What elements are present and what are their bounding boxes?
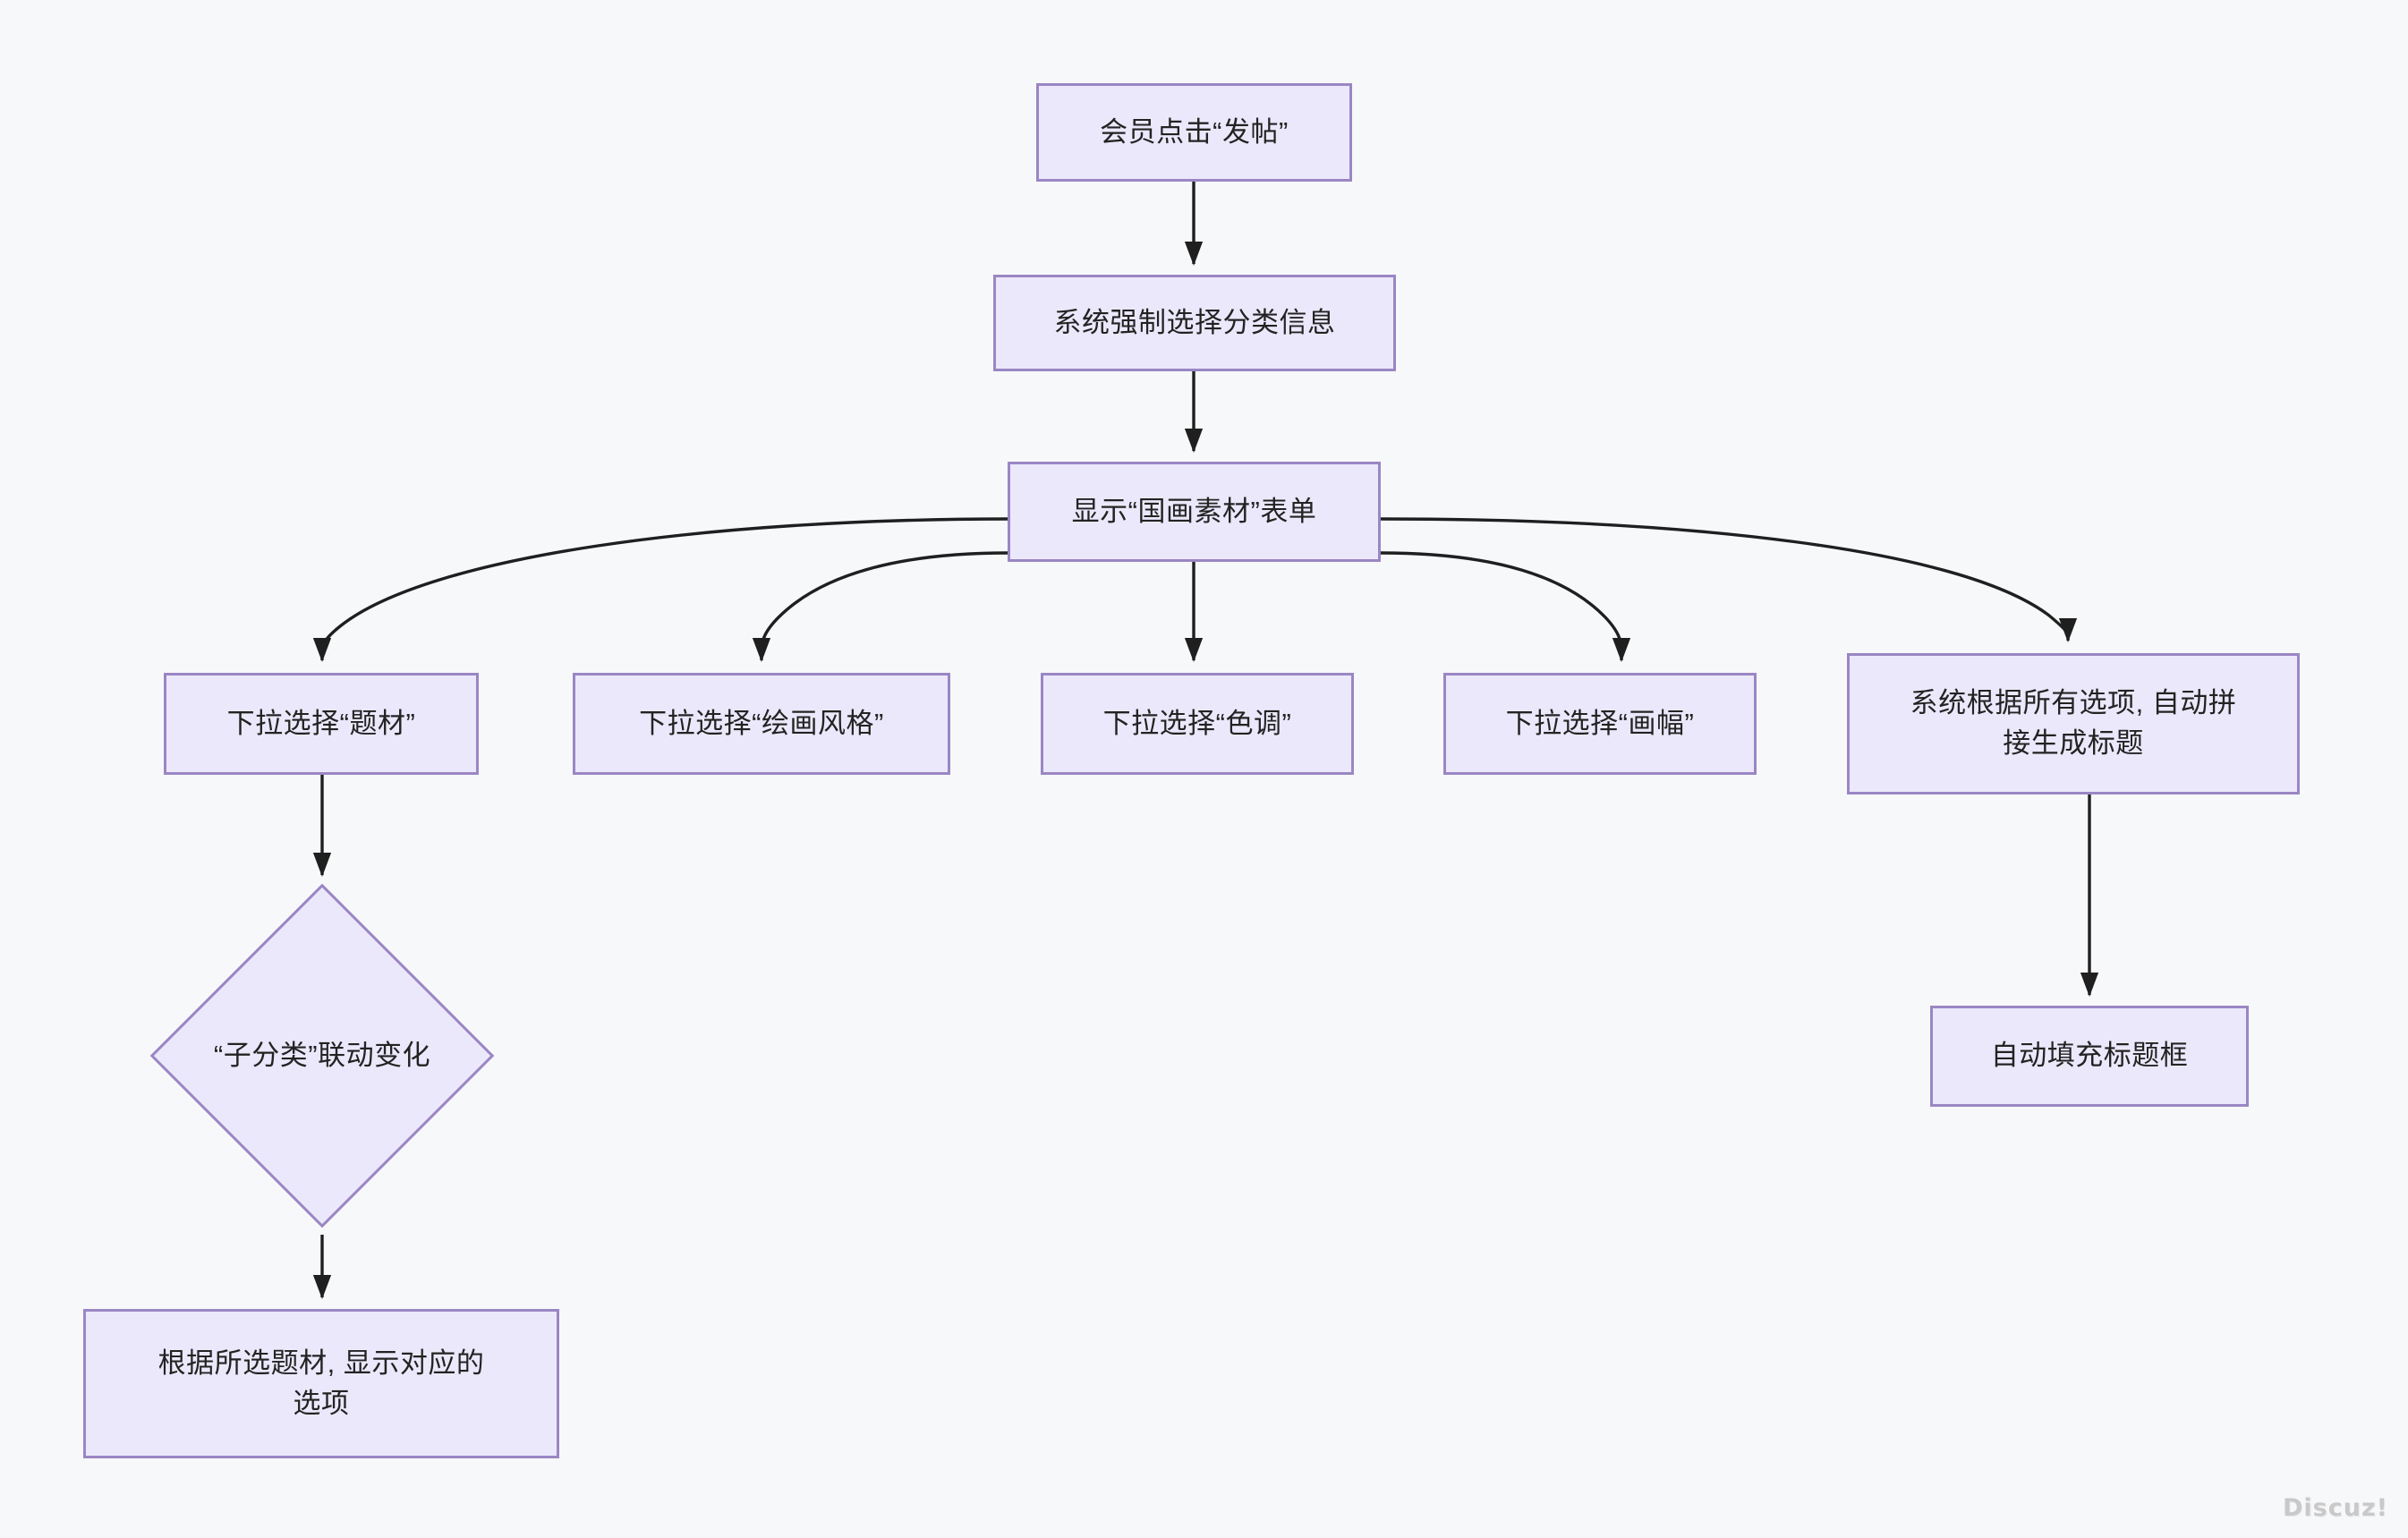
- node-show-guohua-material-form[interactable]: 显示“国画素材”表单: [1008, 462, 1381, 562]
- edge-n3-n4: [312, 517, 1008, 663]
- node-system-force-select-category[interactable]: 系统强制选择分类信息: [993, 275, 1396, 371]
- node-dropdown-subject[interactable]: 下拉选择“题材”: [164, 673, 479, 775]
- node-dropdown-canvas-size[interactable]: 下拉选择“画幅”: [1443, 673, 1757, 775]
- node-dropdown-painting-style[interactable]: 下拉选择“绘画风格”: [573, 673, 950, 775]
- node-show-options-by-subject[interactable]: 根据所选题材, 显示对应的 选项: [83, 1309, 559, 1458]
- edge-n3-n8: [1380, 517, 2078, 643]
- edge-n3-n7: [1380, 551, 1631, 663]
- node-member-click-post[interactable]: 会员点击“发帖”: [1036, 83, 1352, 182]
- node-auto-fill-title-field[interactable]: 自动填充标题框: [1930, 1006, 2249, 1107]
- node-subcategory-linkage-decision[interactable]: “子分类”联动变化: [149, 883, 495, 1228]
- node-dropdown-color-tone[interactable]: 下拉选择“色调”: [1041, 673, 1354, 775]
- node-subcategory-linkage-label: “子分类”联动变化: [213, 1039, 431, 1071]
- node-system-auto-generate-title[interactable]: 系统根据所有选项, 自动拼 接生成标题: [1847, 653, 2300, 794]
- edge-n3-n5: [752, 551, 1008, 663]
- discuz-watermark: Discuz!: [2283, 1494, 2388, 1522]
